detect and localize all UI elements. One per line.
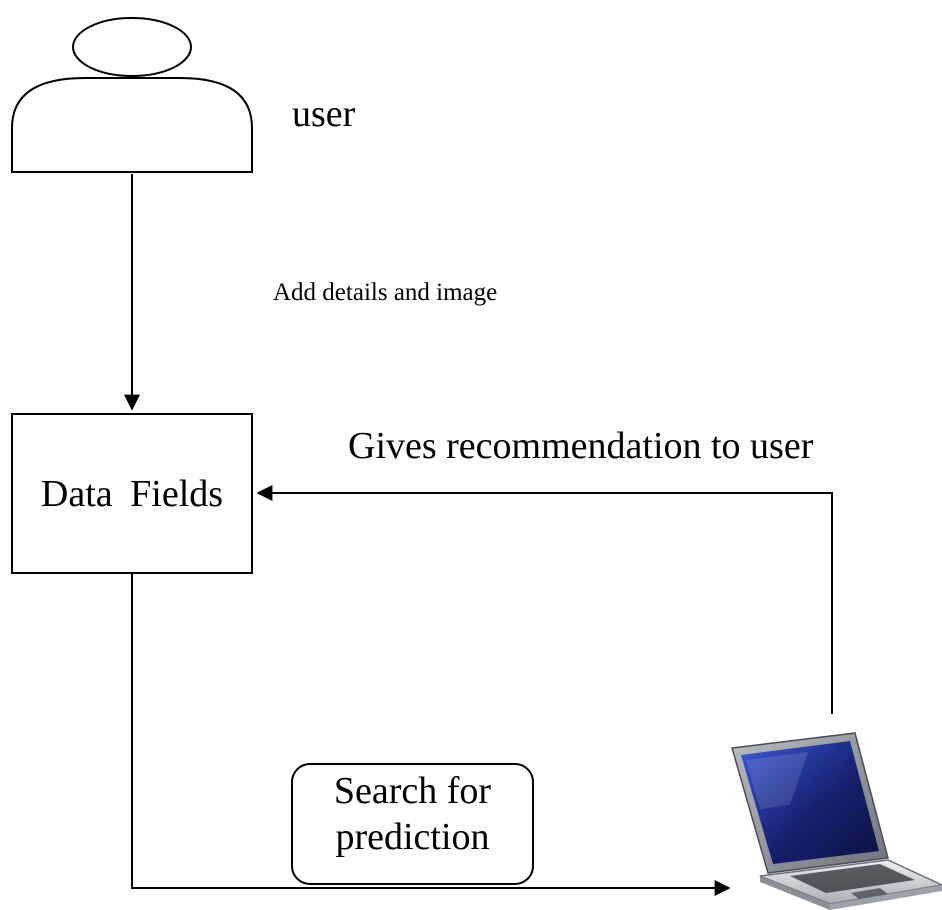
user-actor-icon [11, 17, 253, 173]
search-box [291, 763, 534, 885]
edge-label-gives-recommendation: Gives recommendation to user [348, 425, 814, 467]
edge-data-fields-to-laptop [131, 574, 731, 896]
laptop-icon [731, 732, 942, 910]
data-fields-box [11, 413, 253, 574]
data-fields-label: Data Fields [40, 473, 224, 515]
edge-label-add-details: Add details and image [273, 279, 498, 306]
user-label: user [292, 93, 356, 135]
edge-laptop-to-data-fields [256, 485, 833, 714]
search-box-label: Search for prediction [333, 770, 492, 858]
